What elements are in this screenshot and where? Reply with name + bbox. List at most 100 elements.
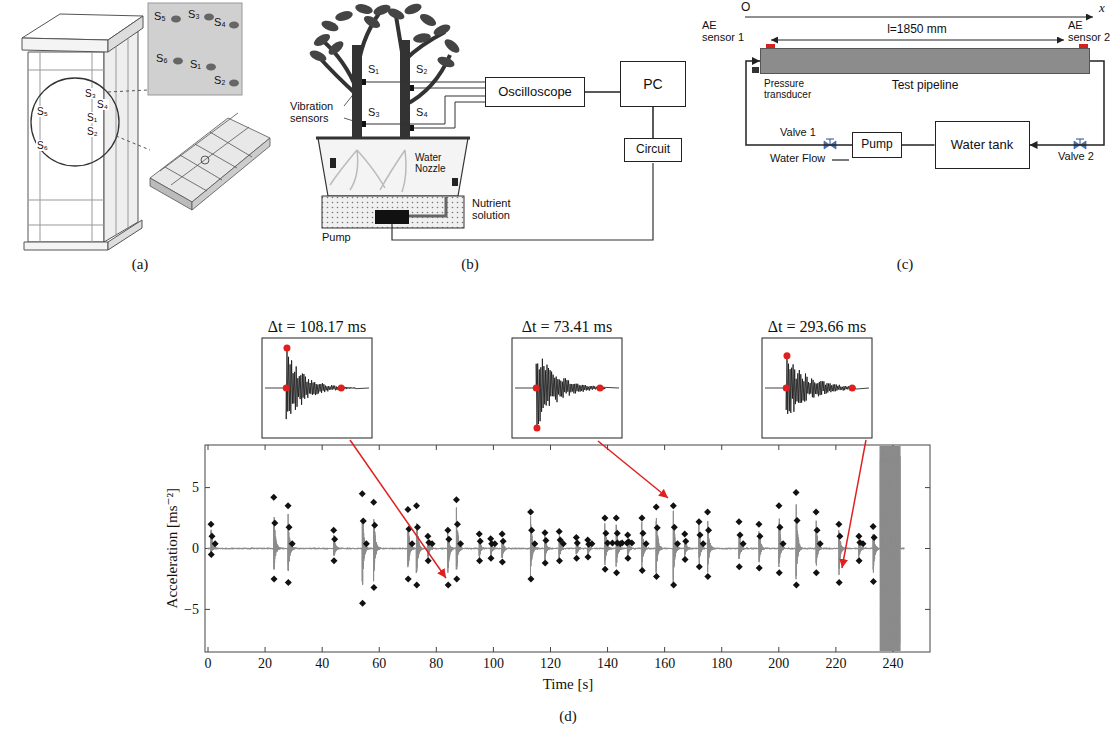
sensor-label: S₄: [416, 106, 428, 118]
building-drawing-part: [24, 242, 108, 250]
pipeline-rig-part: [752, 67, 759, 73]
chart-part-part: [793, 489, 800, 496]
chart-part-part: [286, 524, 293, 531]
plant-drawing-part: [344, 86, 360, 123]
chart-part-part: [736, 532, 743, 539]
tick-label: 240: [882, 656, 903, 671]
plant-drawing-part-part: [386, 6, 406, 22]
chart-part-part: [836, 579, 843, 586]
process-box: Pump: [852, 132, 902, 158]
chart-part-part: [664, 647, 665, 652]
chart-part-part: [573, 555, 580, 562]
pipeline-rig-part: [771, 40, 1064, 41]
chart-part-part: [271, 575, 278, 582]
chart-part-part: [207, 521, 214, 528]
chart-part-part: [682, 556, 689, 563]
sensor-label: S₂: [86, 126, 99, 137]
chart-part-part: [696, 563, 703, 570]
tick-label: 80: [429, 656, 443, 671]
chart-part: [208, 446, 904, 651]
chart-part-part: [835, 521, 842, 528]
plant-drawing-part-part: [436, 55, 456, 70]
plant-drawing-part-part: [418, 12, 438, 29]
axis-title: Acceleration [ms⁻²]: [164, 488, 181, 608]
chart-part-part: [639, 567, 646, 574]
tick-label: 160: [654, 656, 675, 671]
plant-drawing-part: [409, 197, 446, 216]
sensor-label: S₃: [84, 88, 97, 99]
plant-drawing-part: [318, 12, 450, 105]
chart-part-part: [859, 540, 866, 547]
sensor-label: S₁: [190, 58, 201, 70]
panel-label: (b): [461, 256, 479, 273]
chart-part-part: [624, 532, 631, 539]
node-text: Circuit: [636, 143, 670, 157]
chart-part-part: [289, 540, 296, 547]
process-box: PC: [620, 61, 686, 107]
chart-part-part: [359, 490, 366, 497]
chart-part-part: [527, 508, 534, 515]
chart-part-part: [322, 445, 323, 450]
chart-part-part: [856, 557, 863, 564]
chart-part-part: [208, 647, 209, 652]
chart-part-part: [413, 582, 420, 589]
plant-drawing-part: [330, 150, 406, 192]
chart: [205, 338, 930, 652]
pipeline-rig-part: [832, 159, 849, 160]
pipeline-bar: Test pipeline: [760, 48, 1090, 74]
chart-part-part: [453, 496, 460, 503]
wall-detail-part: [201, 156, 209, 164]
annotation: Valve 1: [780, 126, 816, 138]
chart-part: [350, 440, 446, 578]
annotation: AE sensor 2: [1068, 19, 1114, 43]
chart-part-part: [836, 533, 843, 540]
chart-part-part: [363, 540, 370, 547]
annotation: Pump: [322, 231, 351, 243]
plant-drawing-part-part: [403, 2, 423, 17]
node-text: Oscilloscope: [498, 85, 572, 100]
chart-part: [262, 338, 872, 438]
chart-part-part: [585, 554, 592, 561]
annotation: Nutrient solution: [472, 197, 534, 221]
sensor-label: S₅: [36, 106, 49, 117]
chart-part-part: [542, 537, 549, 544]
chart-part-part: [740, 540, 747, 547]
chart-part-part: [696, 518, 703, 525]
chart-part-part: [265, 348, 369, 419]
chart-part-part: [285, 502, 292, 509]
chart-part-part: [404, 506, 411, 513]
building-drawing-part: [28, 39, 128, 242]
node-text: PC: [643, 76, 662, 92]
chart-part-part: [409, 540, 416, 547]
chart-part-part: [780, 540, 787, 547]
chart-part-part: [793, 582, 800, 589]
pipeline-rig: [745, 17, 1093, 160]
chart-part-part: [573, 534, 580, 541]
chart-part-part: [205, 609, 210, 610]
plant-drawing-part: [410, 125, 414, 131]
chart-part-part: [499, 558, 506, 565]
plant-drawing-part-part: [326, 39, 346, 57]
chart-part-part: [208, 446, 904, 651]
chart-part-part: [602, 566, 609, 573]
plant-drawing-part-part: [442, 37, 462, 55]
tick-label: 200: [768, 656, 789, 671]
chart-part-part: [653, 504, 660, 511]
chart-part-part: [762, 338, 872, 438]
annotation: Water Flow: [770, 152, 825, 164]
process-box: Oscilloscope: [485, 77, 585, 107]
dimension-label: l=1850 mm: [886, 23, 948, 36]
chart-part-part: [849, 385, 856, 392]
sensor-label: S₃: [188, 8, 200, 20]
chart-part-part: [775, 502, 782, 509]
tick-label: 0: [192, 541, 199, 556]
pipeline-rig-part: [826, 139, 834, 145]
chart-part-part: [444, 527, 451, 534]
chart-part-part: [541, 529, 548, 536]
chart-part-part: [370, 584, 377, 591]
chart-part-part: [721, 445, 722, 450]
chart-part-part: [794, 517, 801, 524]
plant-drawing-part: [392, 163, 653, 240]
chart-part-part: [331, 557, 338, 564]
